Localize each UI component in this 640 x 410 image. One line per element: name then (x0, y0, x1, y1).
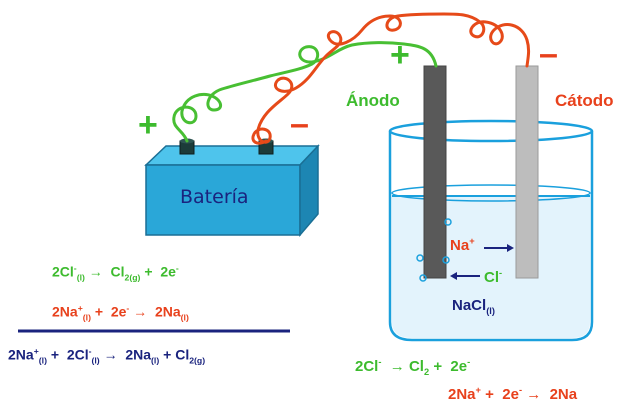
na-arrowhead (507, 244, 514, 252)
beaker-rim (388, 119, 594, 143)
wire-negative (251, 12, 531, 145)
battery-side (299, 144, 319, 238)
solution-formula: NaCl(l) (452, 297, 495, 316)
battery-front (145, 164, 301, 236)
na-ion-label: Na+ (450, 236, 475, 254)
equation-overall: 2Na+(l) + 2Cl-(l) → 2Na(l) + Cl2(g) (8, 346, 206, 366)
battery-minus-sign: – (290, 105, 309, 143)
gas-bubbles (416, 218, 452, 282)
equation-cl-oxidation: 2Cl-(l) → Cl2(g) + 2e- (52, 263, 179, 283)
battery-plus-sign: + (138, 106, 158, 144)
cl-arrowhead (450, 272, 457, 280)
anode-sign: + (390, 36, 410, 74)
beaker-body (388, 131, 594, 342)
battery (144, 138, 320, 238)
cathode-label: Cátodo (555, 91, 614, 110)
water-ellipse (391, 184, 591, 202)
cathode-sign: – (539, 35, 558, 73)
wire-positive (172, 41, 438, 143)
battery-top (144, 145, 320, 166)
cathode-rod (515, 65, 539, 279)
equation-anode-half: 2Cl- → Cl2 + 2e- (355, 357, 471, 377)
anode-label: Ánodo (346, 91, 400, 110)
battery-label: Batería (180, 186, 249, 208)
beaker-water (392, 195, 590, 338)
cl-ion-label: Cl- (484, 268, 503, 286)
equation-cathode-half: 2Na+ + 2e- → 2Na (448, 385, 578, 403)
anode-rod (423, 65, 447, 279)
equation-na-reduction: 2Na+(l) + 2e- → 2Na(l) (52, 303, 189, 323)
